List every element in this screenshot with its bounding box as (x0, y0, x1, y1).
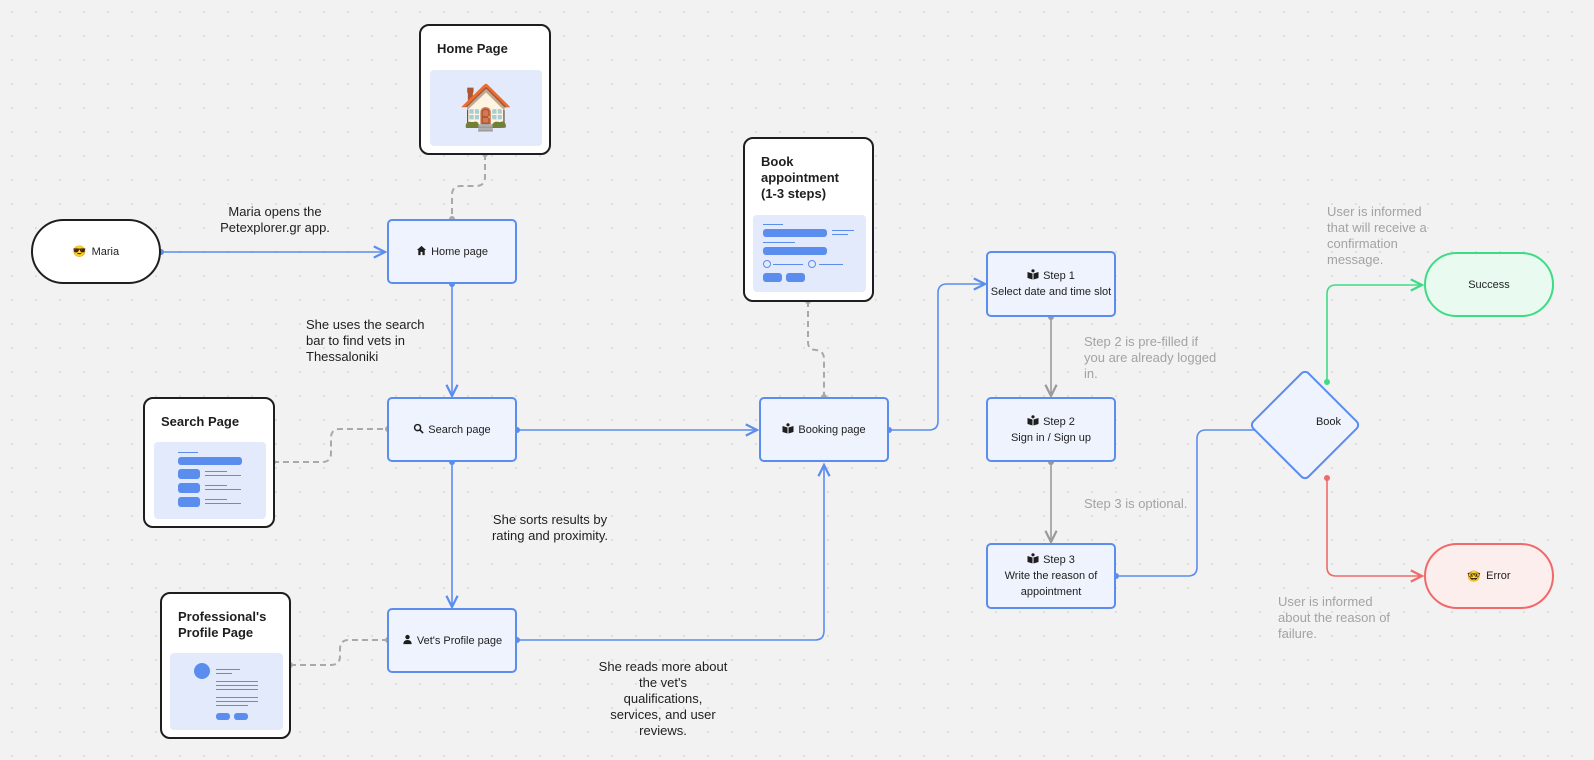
step-1-node[interactable]: Step 1 Select date and time slot (986, 251, 1116, 317)
sunglasses-emoji-icon: 😎 (72, 246, 87, 258)
book-decision-label: Book (1315, 416, 1342, 428)
vet-profile-page-node[interactable]: Vet's Profile page (387, 608, 517, 673)
step-1-description: Select date and time slot (990, 286, 1112, 298)
nerd-emoji-icon: 🤓 (1467, 570, 1482, 583)
home-page-thumbnail: 🏠 (430, 70, 542, 146)
maria-node[interactable]: 😎 Maria (31, 219, 161, 284)
profile-thumbnail (170, 653, 283, 730)
success-node[interactable]: Success (1424, 252, 1554, 317)
step-1-title: Step 1 (1043, 270, 1075, 282)
connector-book-card (807, 301, 825, 397)
house-emoji-icon: 🏠 (458, 83, 514, 132)
step-2-description: Sign in / Sign up (1010, 431, 1092, 444)
search-page-node[interactable]: Search page (387, 397, 517, 462)
search-page-label: Search page (428, 423, 491, 436)
book-appointment-card-title: Book appointment (1-3 steps) (761, 154, 839, 201)
note-error-info: User is informed about the reason of fai… (1278, 594, 1391, 641)
step-2-title: Step 2 (1043, 415, 1075, 428)
note-search-bar: She uses the search bar to find vets in … (306, 317, 425, 364)
note-step2-prefilled: Step 2 is pre-filled if you are already … (1084, 334, 1217, 381)
note-sort-results: She sorts results by rating and proximit… (491, 512, 609, 543)
connector-home-card (451, 154, 486, 219)
professional-profile-card-title: Professional's Profile Page (178, 609, 267, 640)
search-page-card-title: Search Page (161, 414, 240, 429)
maria-label: Maria (91, 245, 120, 258)
professional-profile-card[interactable]: Professional's Profile Page (160, 592, 291, 739)
booking-form-thumbnail (753, 215, 866, 292)
arrow-book-success (1326, 278, 1425, 382)
error-node[interactable]: 🤓 Error (1424, 543, 1554, 609)
step-3-node[interactable]: Step 3 Write the reason of appointment (986, 543, 1116, 609)
search-results-thumbnail (154, 442, 266, 519)
book-icon (1027, 414, 1039, 429)
book-appointment-card[interactable]: Book appointment (1-3 steps) (743, 137, 874, 302)
arrow-booking-step1 (889, 277, 988, 431)
step-3-title: Step 3 (1043, 554, 1075, 566)
search-page-card[interactable]: Search Page (143, 397, 275, 528)
book-icon (782, 422, 794, 437)
step-3-description: Write the reason of appointment (1004, 570, 1098, 598)
search-icon (413, 423, 424, 437)
book-icon (1027, 269, 1039, 283)
home-page-label: Home page (431, 245, 488, 258)
note-step3-optional: Step 3 is optional. (1084, 496, 1188, 511)
arrow-book-error (1326, 478, 1425, 583)
home-page-card[interactable]: Home Page 🏠 (419, 24, 551, 155)
book-icon (1027, 553, 1039, 567)
booking-page-node[interactable]: Booking page (759, 397, 889, 462)
home-page-card-title: Home Page (437, 41, 508, 56)
connector-profile-card (290, 639, 388, 666)
arrow-profile-booking (517, 462, 831, 641)
home-page-node[interactable]: Home page (387, 219, 517, 284)
home-icon (416, 245, 427, 259)
note-maria-opens-app: Maria opens the Petexplorer.gr app. (220, 204, 330, 235)
note-reads-more: She reads more about the vet's qualifica… (598, 659, 728, 738)
success-label: Success (1468, 278, 1510, 291)
note-success-info: User is informed that will receive a con… (1327, 204, 1427, 267)
arrow-step3-book (1116, 423, 1279, 577)
booking-page-label: Booking page (798, 423, 866, 436)
step-2-node[interactable]: Step 2 Sign in / Sign up (986, 397, 1116, 462)
error-label: Error (1486, 570, 1511, 582)
connector-search-card (273, 428, 388, 463)
vet-profile-page-label: Vet's Profile page (416, 634, 503, 647)
person-icon (402, 634, 413, 648)
